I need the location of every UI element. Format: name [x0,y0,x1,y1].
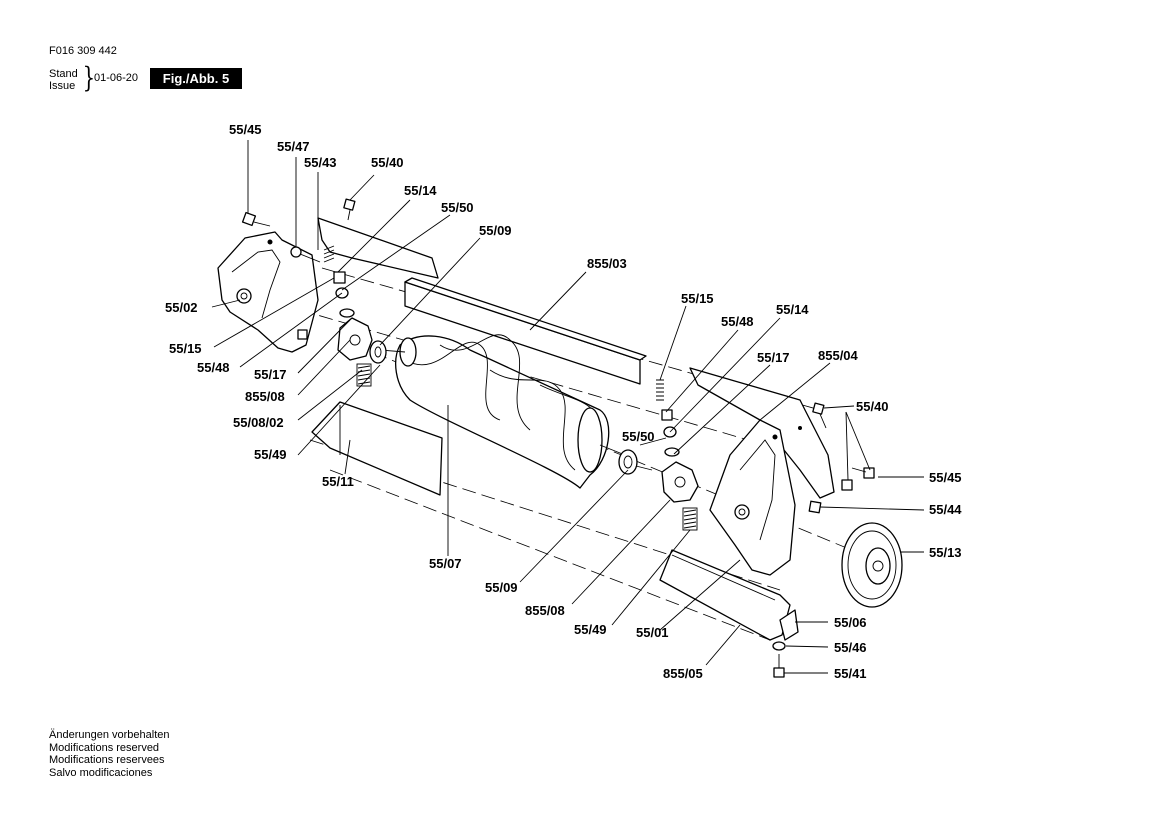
modification-notes: Änderungen vorbehalten Modifications res… [49,729,169,779]
brace-icon: } [82,61,96,94]
document-number: F016 309 442 [49,45,117,57]
callout-55-11: 55/11 [322,474,354,489]
fasteners [241,198,875,678]
callout-55-43: 55/43 [304,155,337,170]
callout-55-14-right: 55/14 [776,302,809,317]
callout-labels: 55/45 55/47 55/43 55/40 55/14 55/50 55/0… [165,122,962,681]
callout-55-08-02: 55/08/02 [233,415,284,430]
callout-55-49-right: 55/49 [574,622,607,637]
callout-55-17-right: 55/17 [757,350,790,365]
note-english: Modifications reserved [49,741,160,754]
left-bottom-blade [311,401,443,496]
callout-55-01: 55/01 [636,625,669,640]
stand-label: Stand [49,68,78,80]
note-french: Modifications reservees [49,754,165,766]
right-bearing [618,449,653,475]
note-german: Änderungen vorbehalten [49,729,170,741]
cutting-cylinder [379,334,626,489]
callout-855-04: 855/04 [818,348,859,363]
callout-55-02: 55/02 [165,300,198,315]
callout-55-09-top: 55/09 [479,223,512,238]
note-spanish: Salvo modificaciones [49,766,153,779]
callout-55-46: 55/46 [834,640,867,655]
callout-855-08-right: 855/08 [525,603,565,618]
issue-date: 01-06-20 [94,72,139,84]
left-side-plate [217,231,319,353]
right-side-plate [709,419,796,576]
issue-label: Issue [49,80,76,92]
callout-55-09-bottom: 55/09 [485,580,518,595]
callout-55-07: 55/07 [429,556,462,571]
left-adjusting-star [337,317,373,361]
callout-55-06: 55/06 [834,615,867,630]
figure-badge: Fig./Abb. 5 [150,68,242,89]
top-cover-plate [317,217,439,279]
callout-55-50-left: 55/50 [441,200,474,215]
callout-55-15-right: 55/15 [681,291,714,306]
callout-55-15-left: 55/15 [169,341,202,356]
callout-55-49-left: 55/49 [254,447,287,462]
callout-55-50-right: 55/50 [622,429,655,444]
callout-55-44: 55/44 [929,502,962,517]
callout-55-40-left: 55/40 [371,155,404,170]
callout-55-13: 55/13 [929,545,962,560]
leader-lines [211,140,925,674]
right-spring [682,507,698,531]
callout-855-08-left: 855/08 [245,389,285,404]
callout-55-47: 55/47 [277,139,310,154]
callout-55-40-right: 55/40 [856,399,889,414]
callout-55-45-top: 55/45 [229,122,262,137]
right-bottom-blade [659,549,799,641]
left-bearing [369,340,387,364]
right-adjusting-star [661,461,699,503]
callout-55-45-right: 55/45 [929,470,962,485]
wheel [841,522,903,608]
support-shaft [404,277,647,385]
callout-55-48-right: 55/48 [721,314,754,329]
callout-55-48-left: 55/48 [197,360,230,375]
callout-55-41: 55/41 [834,666,867,681]
callout-855-05: 855/05 [663,666,703,681]
callout-55-14-left: 55/14 [404,183,437,198]
callout-55-17-left: 55/17 [254,367,287,382]
callout-855-03: 855/03 [587,256,627,271]
